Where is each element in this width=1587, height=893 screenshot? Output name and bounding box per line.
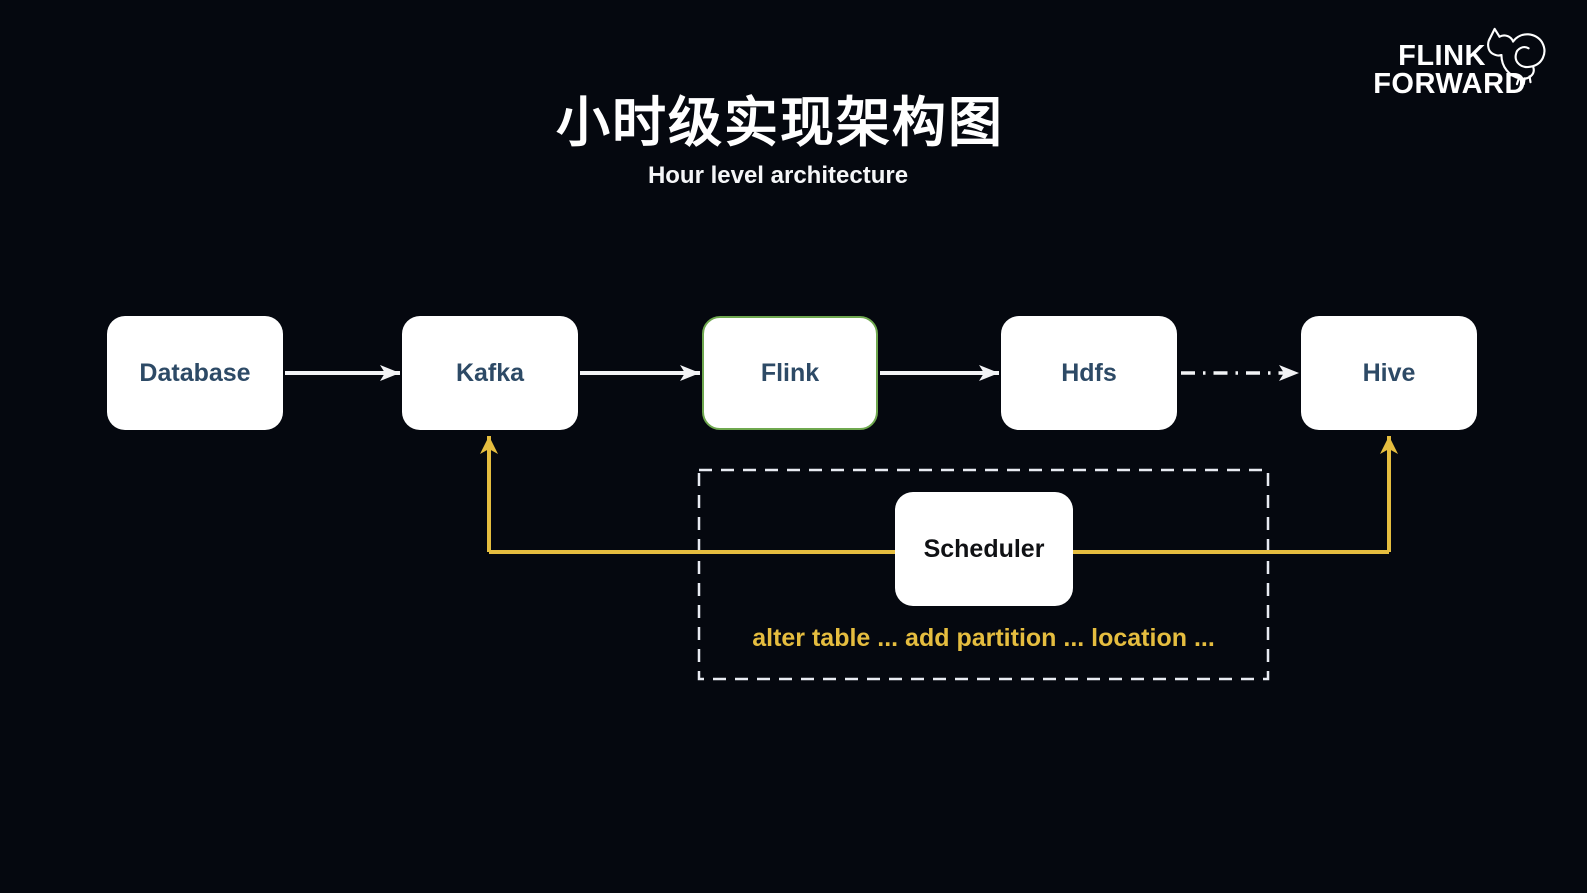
node-hive-label: Hive xyxy=(1362,358,1416,387)
scheduler-annotation: alter table ... add partition ... locati… xyxy=(752,624,1215,652)
node-kafka-label: Kafka xyxy=(455,358,525,387)
page-title: 小时级实现架构图 xyxy=(556,93,1004,153)
scheduler-group-frame xyxy=(697,468,1270,681)
page-subtitle: Hour level architecture xyxy=(647,162,909,189)
node-hdfs-label: Hdfs xyxy=(1061,358,1117,387)
node-hdfs: Hdfs xyxy=(1001,316,1177,430)
flink-forward-logo: FLINK FORWARD xyxy=(1373,24,1546,100)
logo-text-flink: FLINK xyxy=(1398,40,1486,72)
node-database-label: Database xyxy=(139,358,251,387)
logo-text-forward: FORWARD xyxy=(1373,68,1526,100)
squirrel-icon xyxy=(1487,27,1546,86)
node-database: Database xyxy=(107,316,283,430)
node-scheduler-label: Scheduler xyxy=(923,534,1045,563)
node-hive: Hive xyxy=(1301,316,1477,430)
node-scheduler: Scheduler xyxy=(895,492,1073,606)
node-flink-label: Flink xyxy=(760,358,820,387)
node-kafka: Kafka xyxy=(402,316,578,430)
node-flink: Flink xyxy=(702,316,878,430)
